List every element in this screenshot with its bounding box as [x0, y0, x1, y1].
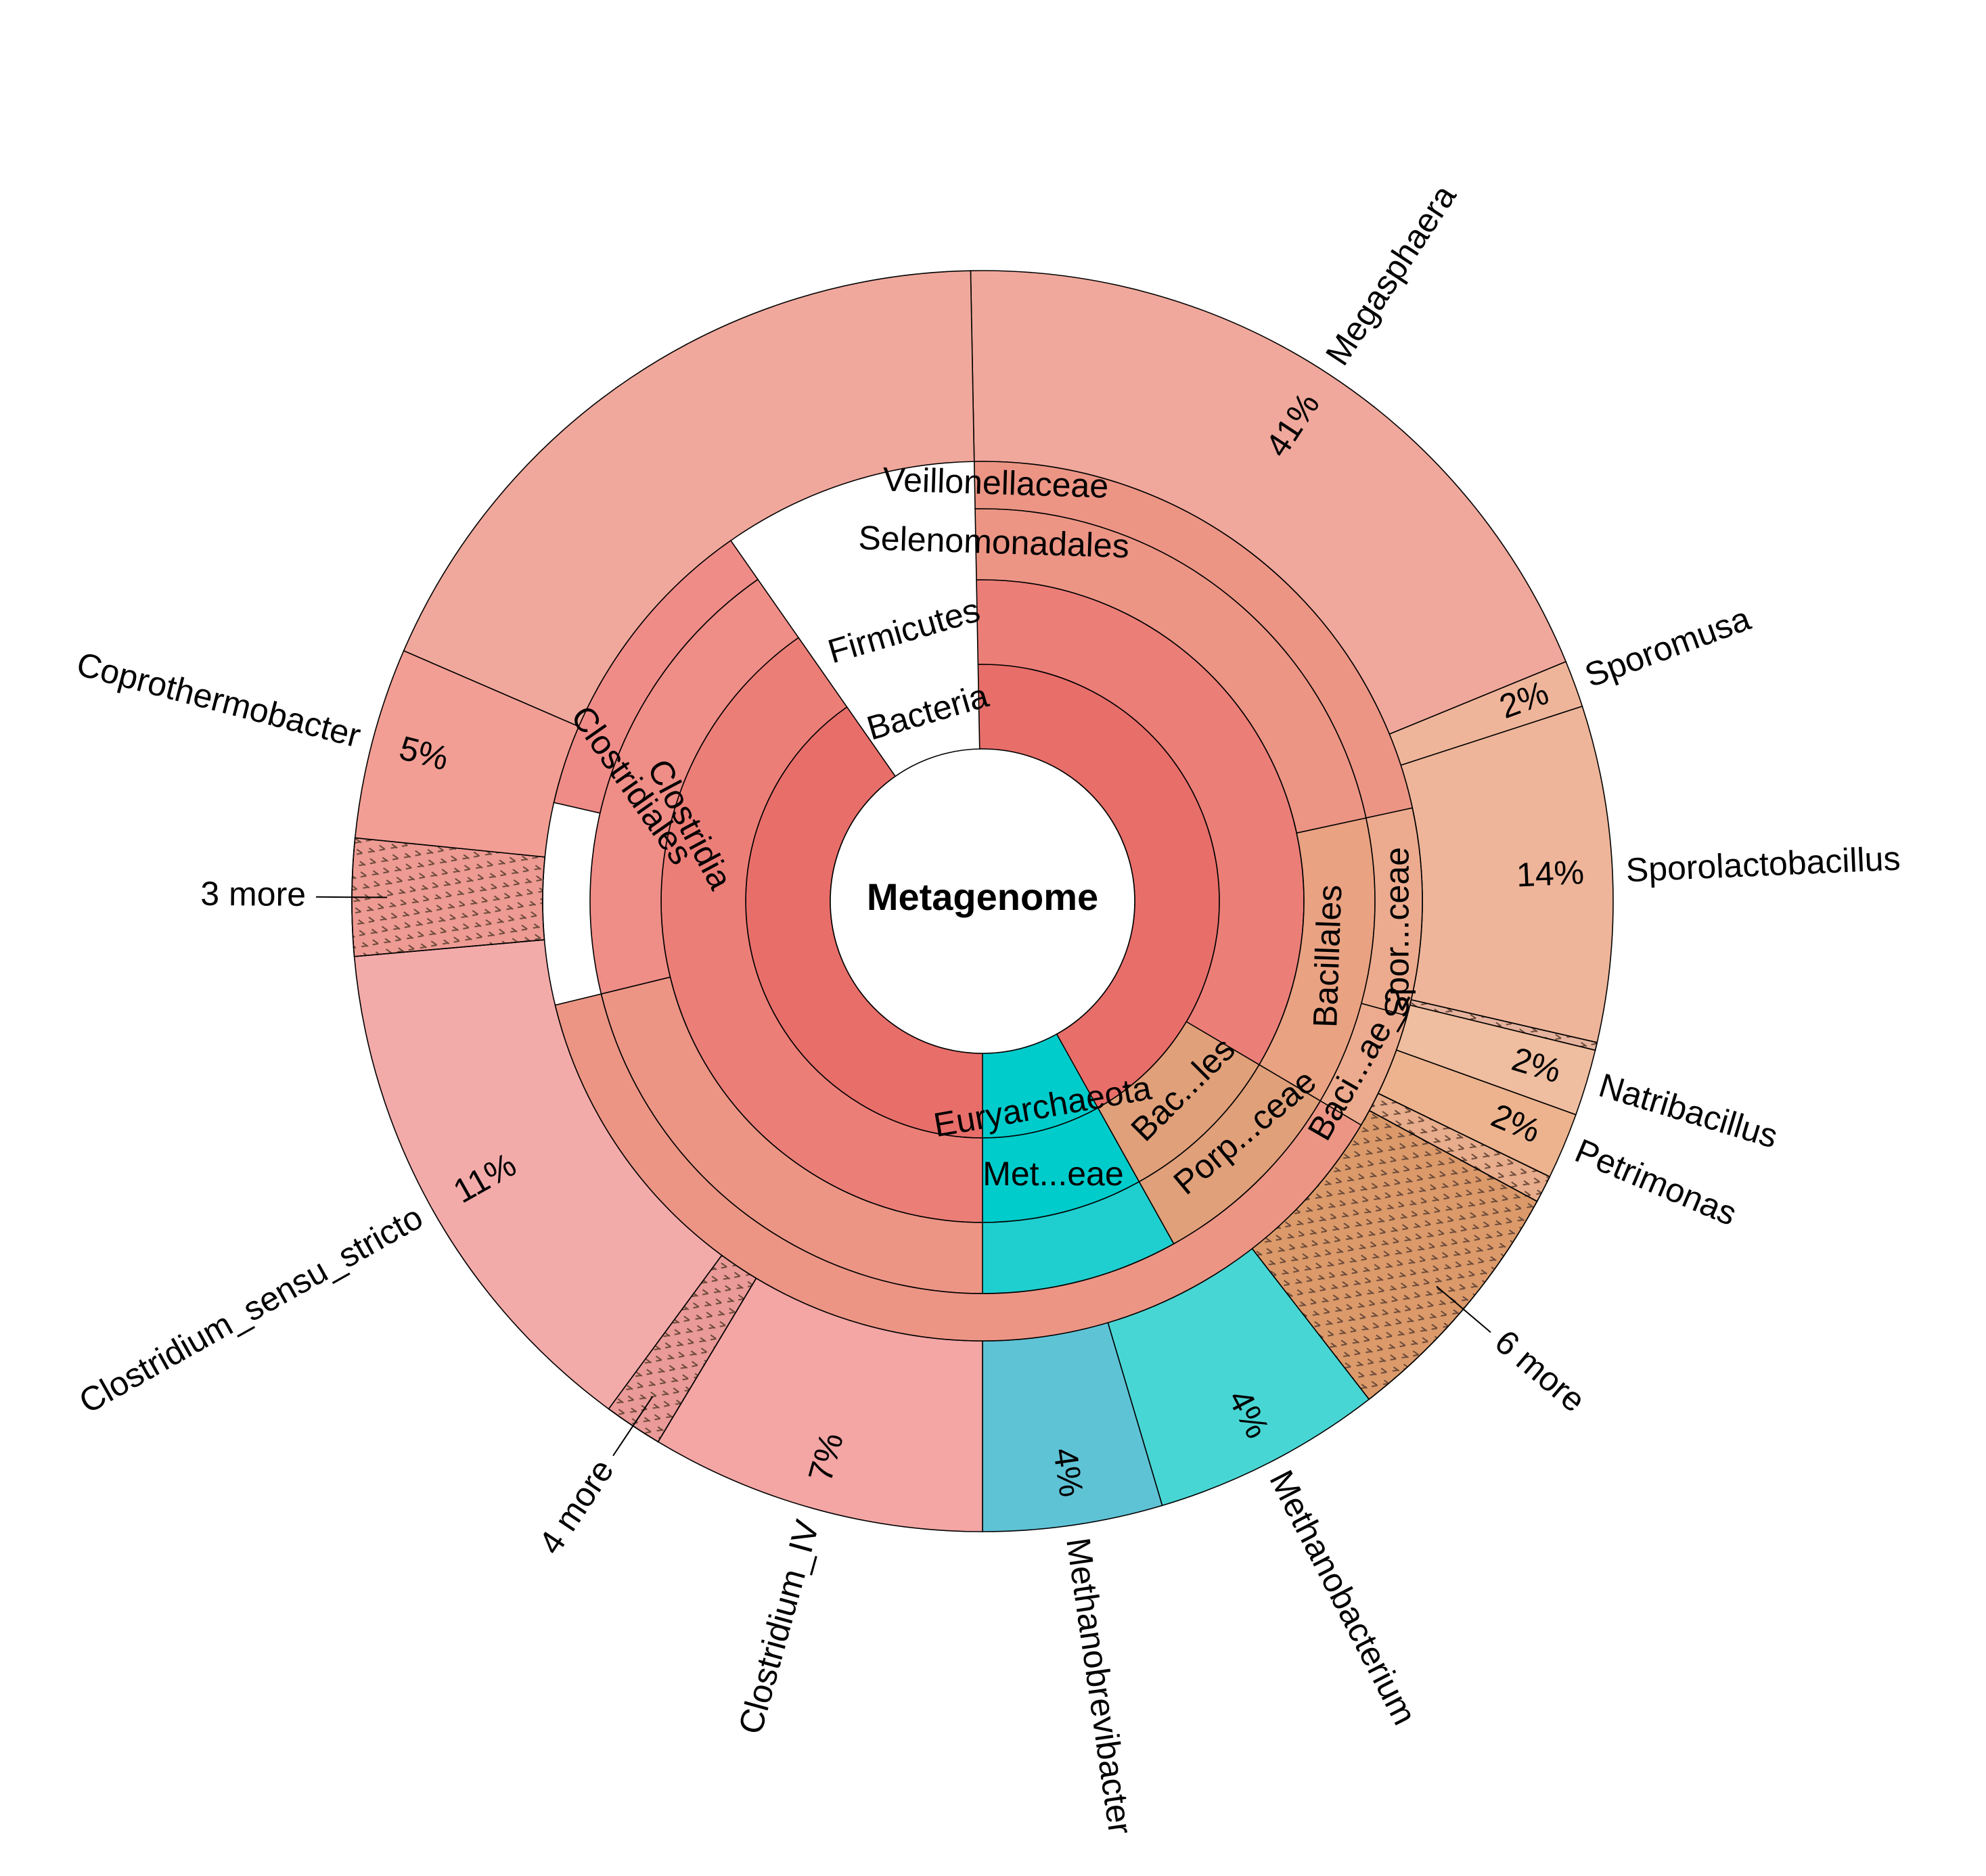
name-methanobacterium: Methanobacterium	[1262, 1464, 1424, 1731]
label-met-eae: Met...eae	[983, 1155, 1123, 1193]
name-clostridium-iv: Clostridium_IV	[731, 1515, 826, 1738]
name-6-more: 6 more	[1488, 1323, 1593, 1419]
leader-6-more	[1436, 1285, 1491, 1333]
node-met-eae[interactable]	[982, 1181, 1175, 1294]
label-veillonellaceae: Veillonellaceae	[882, 460, 1109, 505]
leader-3-more	[316, 896, 388, 898]
label-selenomonadales: Selenomonadales	[858, 519, 1130, 566]
node-baci-ae-2[interactable]	[1319, 1003, 1408, 1126]
name-megasphaera: Megasphaera	[1318, 178, 1464, 371]
name-coprothermobacter: Coprothermobacter	[73, 645, 365, 755]
name-clostridium-sensu-stricto: Clostridium_sensu_stricto	[73, 1198, 429, 1421]
center-label: Metagenome	[867, 875, 1098, 918]
label-firmicutes: Firmicutes	[823, 591, 984, 670]
label-bacteria: Bacteria	[863, 677, 993, 748]
name-4-more: 4 more	[531, 1452, 621, 1561]
name-natribacillus: Natribacillus	[1595, 1066, 1782, 1156]
percent-sporolactobacillus: 14%	[1516, 853, 1585, 894]
name-methanobrevibacter: Methanobrevibacter	[1059, 1535, 1139, 1836]
name-sporomusa: Sporomusa	[1580, 599, 1756, 695]
node-clostridiales[interactable]	[553, 539, 759, 814]
center-hole	[830, 748, 1135, 1054]
sunburst-rings	[351, 270, 1614, 1532]
leader-4-more	[612, 1396, 654, 1457]
name-sporolactobacillus: Sporolactobacillus	[1625, 840, 1901, 890]
percent-methanobrevibacter: 4%	[1046, 1446, 1091, 1500]
label-spor-ceae: Spor...ceae	[1378, 847, 1416, 1018]
label-bacillales: Bacillales	[1306, 884, 1349, 1028]
name-petrimonas: Petrimonas	[1570, 1132, 1742, 1233]
name-3-more: 3 more	[200, 875, 306, 913]
